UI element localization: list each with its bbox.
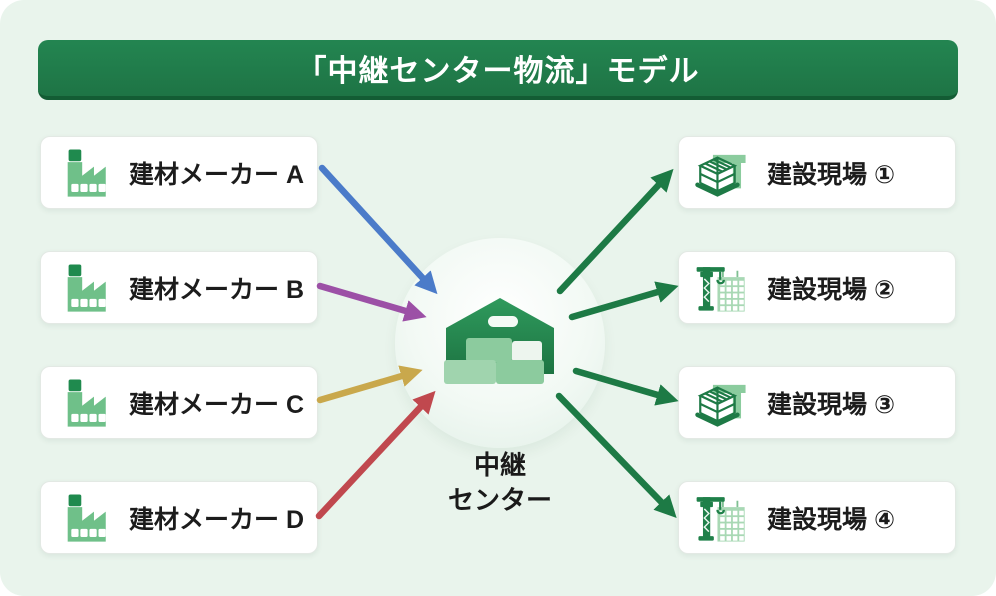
maker-label: 建材メーカー B (129, 275, 305, 304)
relay-center-label: 中継 センター (395, 448, 605, 518)
building-frame-icon (693, 144, 751, 202)
construction-site-box-2: 建設現場 ② (678, 251, 956, 324)
warehouse-icon (442, 296, 558, 393)
site-label: 建設現場 ① (767, 160, 896, 189)
construction-site-box-4: 建設現場 ④ (678, 481, 956, 554)
relay-center-label-line1: 中継 (473, 450, 526, 480)
arrow-maker-a-to-hub (318, 164, 438, 295)
arrow-maker-c-to-hub (316, 365, 423, 404)
building-frame-icon (693, 374, 751, 432)
construction-site-box-1: 建設現場 ① (678, 136, 956, 209)
factory-icon (55, 259, 113, 317)
site-label: 建設現場 ④ (767, 505, 896, 534)
maker-box-c: 建材メーカー C (40, 366, 318, 439)
tower-crane-icon (693, 259, 751, 317)
maker-box-a: 建材メーカー A (40, 136, 318, 209)
title-banner: 「中継センター物流」モデル (38, 40, 958, 100)
tower-crane-icon (693, 489, 751, 547)
page-title: 「中継センター物流」モデル (296, 55, 700, 88)
site-label: 建設現場 ② (767, 275, 896, 304)
factory-icon (55, 144, 113, 202)
construction-site-box-3: 建設現場 ③ (678, 366, 956, 439)
factory-icon (55, 489, 113, 547)
factory-icon (55, 374, 113, 432)
site-label: 建設現場 ③ (767, 390, 896, 419)
maker-label: 建材メーカー C (129, 390, 305, 419)
maker-box-d: 建材メーカー D (40, 481, 318, 554)
relay-center-label-line2: センター (447, 485, 552, 515)
maker-box-b: 建材メーカー B (40, 251, 318, 324)
maker-label: 建材メーカー A (129, 160, 305, 189)
maker-label: 建材メーカー D (129, 505, 305, 534)
